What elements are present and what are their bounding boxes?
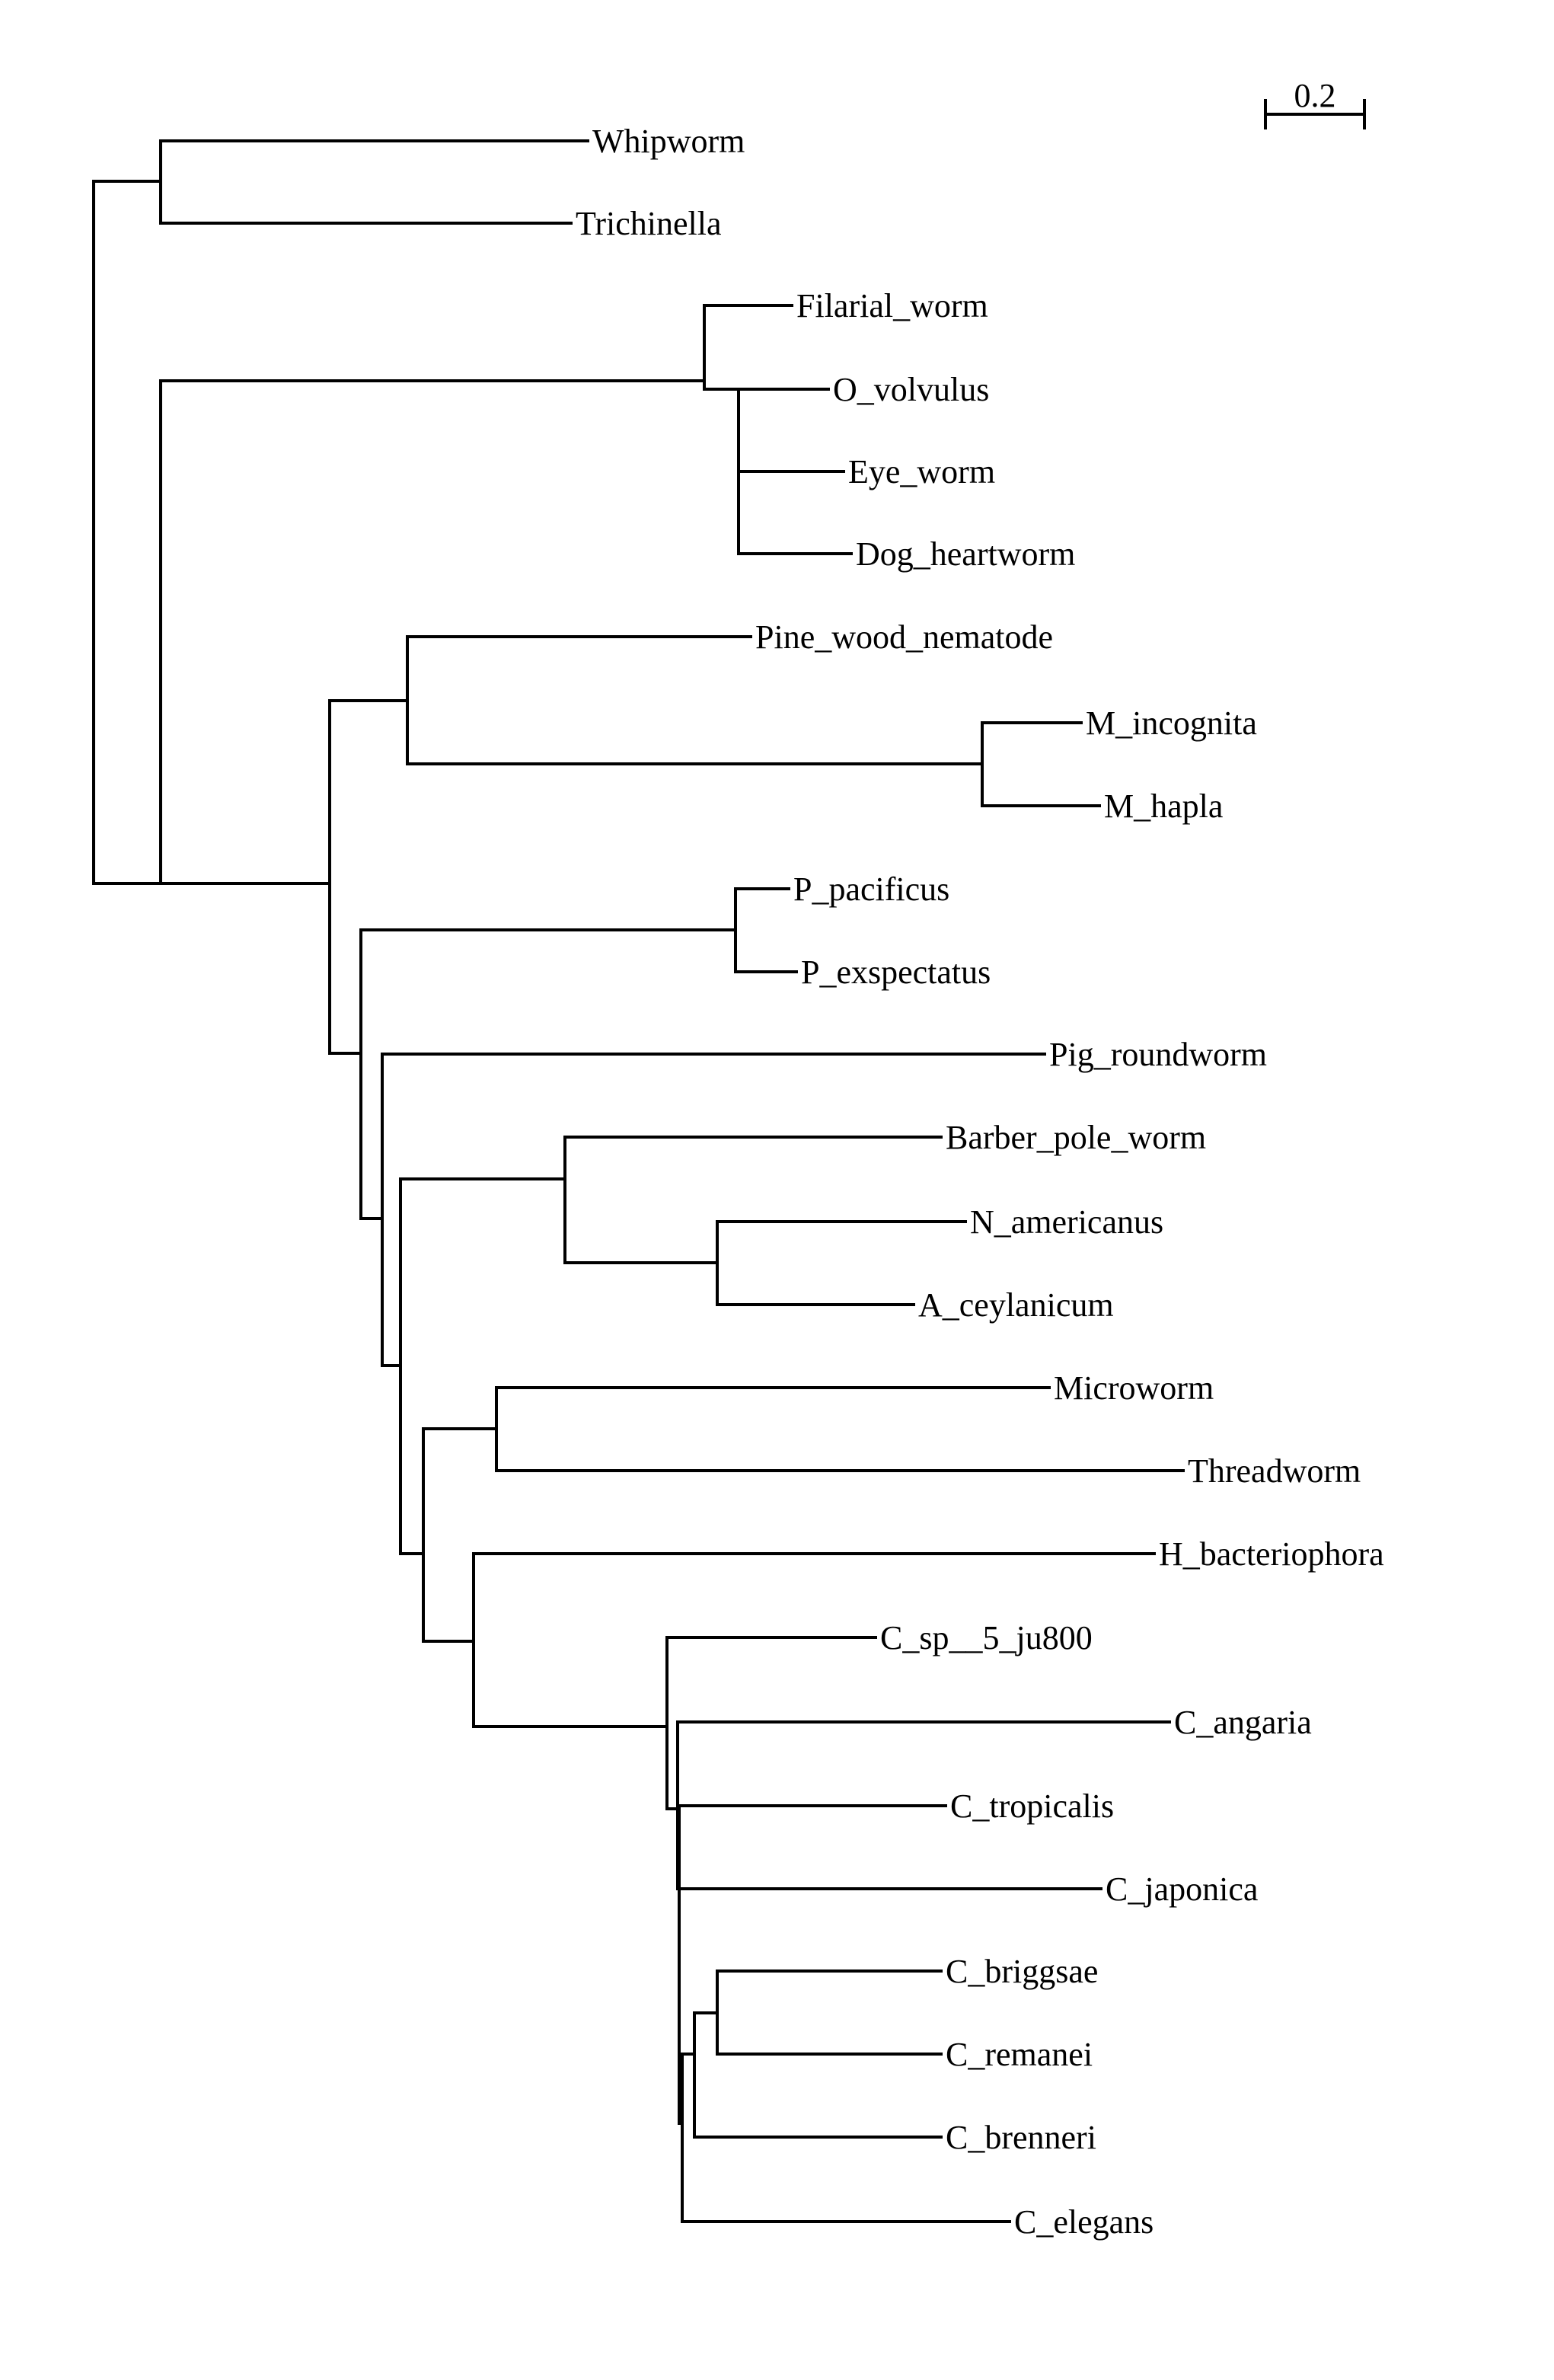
leaf-label-p-exspectatus: P_exspectatus xyxy=(801,954,991,991)
leaf-label-c-elegans: C_elegans xyxy=(1014,2203,1154,2241)
scale-bar-label: 0.2 xyxy=(1294,77,1336,114)
leaf-label-n-americanus: N_americanus xyxy=(970,1203,1163,1241)
leaf-label-microworm: Microworm xyxy=(1054,1369,1214,1407)
leaf-label-c-briggsae: C_briggsae xyxy=(946,1953,1098,1990)
leaf-label-c-sp-5-ju800: C_sp__5_ju800 xyxy=(880,1619,1093,1656)
leaf-label-a-ceylanicum: A_ceylanicum xyxy=(918,1286,1114,1324)
leaf-label-pine-wood-nematode: Pine_wood_nematode xyxy=(755,618,1053,656)
scale-bar: 0.2 xyxy=(1264,77,1366,129)
leaf-label-trichinella: Trichinella xyxy=(576,205,721,242)
leaf-label-h-bacteriophora: H_bacteriophora xyxy=(1159,1535,1384,1573)
leaf-label-c-angaria: C_angaria xyxy=(1174,1704,1312,1741)
tree-branches xyxy=(92,139,1185,2223)
leaf-label-c-tropicalis: C_tropicalis xyxy=(950,1787,1114,1825)
leaf-label-pig-roundworm: Pig_roundworm xyxy=(1049,1036,1267,1073)
leaf-label-m-hapla: M_hapla xyxy=(1104,787,1223,825)
leaf-label-c-japonica: C_japonica xyxy=(1106,1870,1258,1908)
leaf-label-threadworm: Threadworm xyxy=(1188,1452,1361,1490)
leaf-label-p-pacificus: P_pacificus xyxy=(793,871,949,908)
scale-bar-line xyxy=(1264,99,1366,129)
leaf-label-filarial-worm: Filarial_worm xyxy=(796,287,988,324)
leaf-label-c-brenneri: C_brenneri xyxy=(946,2119,1096,2156)
leaf-label-m-incognita: M_incognita xyxy=(1086,704,1257,742)
leaf-label-barber-pole-worm: Barber_pole_worm xyxy=(946,1119,1206,1156)
leaf-label-o-volvulus: O_volvulus xyxy=(833,371,989,408)
leaf-label-dog-heartworm: Dog_heartworm xyxy=(856,535,1075,573)
leaf-label-c-remanei: C_remanei xyxy=(946,2036,1093,2073)
leaf-label-eye-worm: Eye_worm xyxy=(848,453,995,490)
leaf-labels: WhipwormTrichinellaFilarial_wormO_volvul… xyxy=(576,123,1384,2241)
leaf-label-whipworm: Whipworm xyxy=(592,123,745,160)
